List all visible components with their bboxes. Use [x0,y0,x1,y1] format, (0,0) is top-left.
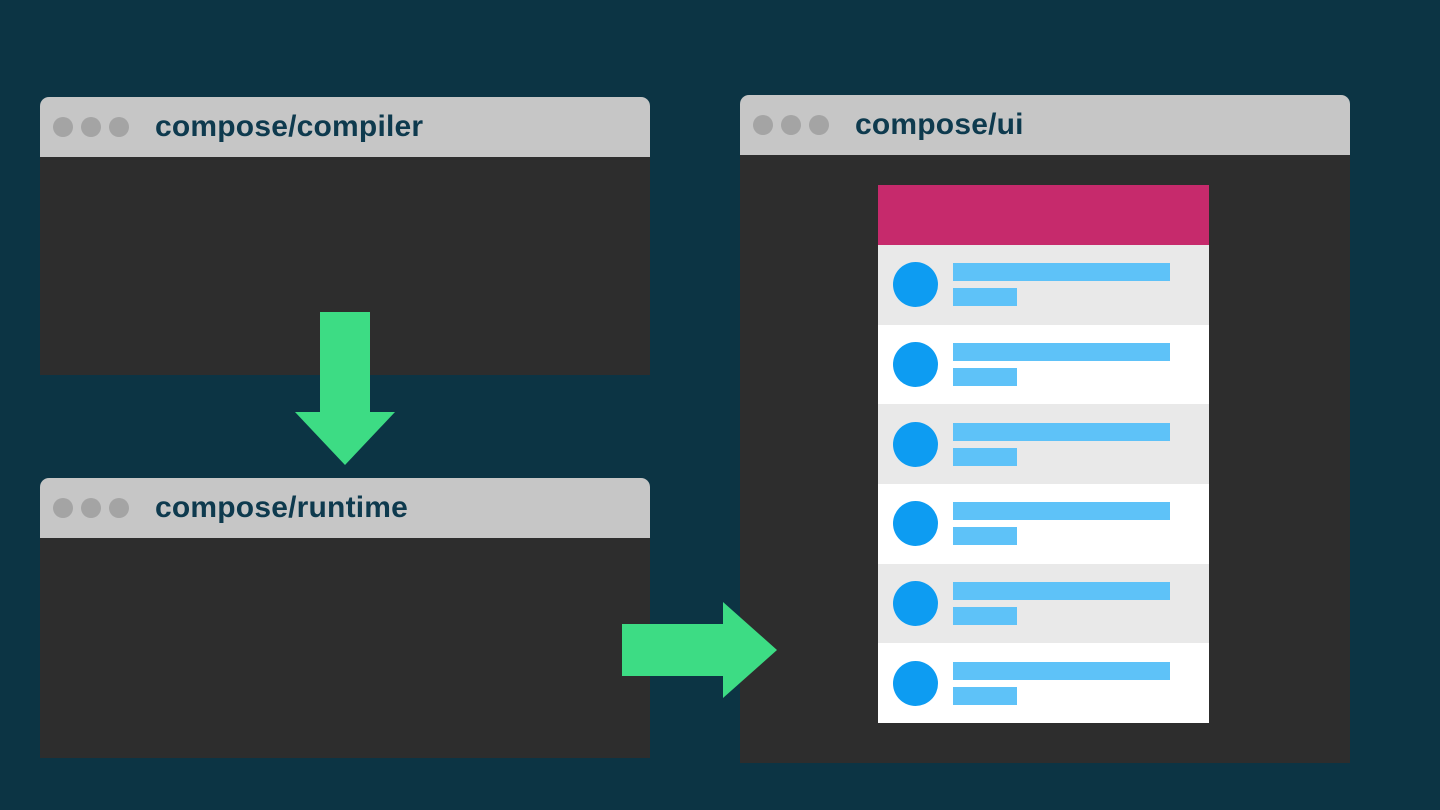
window-dot-icon [753,115,773,135]
avatar-circle-icon [893,581,938,627]
text-placeholder-long [953,582,1170,601]
list-item [878,643,1209,724]
text-placeholder-short [953,447,1017,466]
window-body [740,155,1350,763]
window-titlebar: compose/runtime [40,478,650,538]
text-placeholder-lines [953,343,1170,386]
text-placeholder-long [953,263,1170,282]
window-controls [53,498,129,518]
avatar-circle-icon [893,660,938,706]
list-item [878,324,1209,405]
avatar-circle-icon [893,342,938,387]
text-placeholder-short [953,686,1017,705]
arrow-down-icon [295,312,395,465]
window-dot-icon [81,498,101,518]
text-placeholder-short [953,607,1017,626]
text-placeholder-lines [953,582,1170,626]
text-placeholder-short [953,288,1017,307]
window-dot-icon [781,115,801,135]
window-body [40,538,650,758]
text-placeholder-lines [953,502,1170,546]
avatar-circle-icon [893,421,938,467]
arrow-right-icon [622,602,777,698]
text-placeholder-long [953,422,1170,441]
window-dot-icon [109,117,129,137]
message-list [878,245,1209,724]
text-placeholder-lines [953,422,1170,466]
window-controls [753,115,829,135]
text-placeholder-short [953,368,1017,386]
text-placeholder-lines [953,661,1170,705]
window-titlebar: compose/compiler [40,97,650,157]
window-title: compose/compiler [155,110,424,143]
window-controls [53,117,129,137]
window-dot-icon [53,117,73,137]
window-compose-runtime: compose/runtime [40,478,650,758]
text-placeholder-long [953,661,1170,680]
avatar-circle-icon [893,501,938,547]
window-title: compose/ui [855,108,1024,141]
list-item [878,484,1209,564]
window-dot-icon [809,115,829,135]
app-bar [878,185,1209,245]
window-dot-icon [81,117,101,137]
list-item [878,563,1209,644]
window-titlebar: compose/ui [740,95,1350,155]
list-item [878,404,1209,485]
text-placeholder-long [953,502,1170,521]
text-placeholder-lines [953,263,1170,307]
text-placeholder-short [953,527,1017,546]
window-dot-icon [53,498,73,518]
window-dot-icon [109,498,129,518]
avatar-circle-icon [893,262,938,308]
list-item [878,245,1209,325]
text-placeholder-long [953,343,1170,361]
window-title: compose/runtime [155,491,409,524]
window-compose-ui: compose/ui [740,95,1350,763]
phone-mockup [878,185,1209,724]
